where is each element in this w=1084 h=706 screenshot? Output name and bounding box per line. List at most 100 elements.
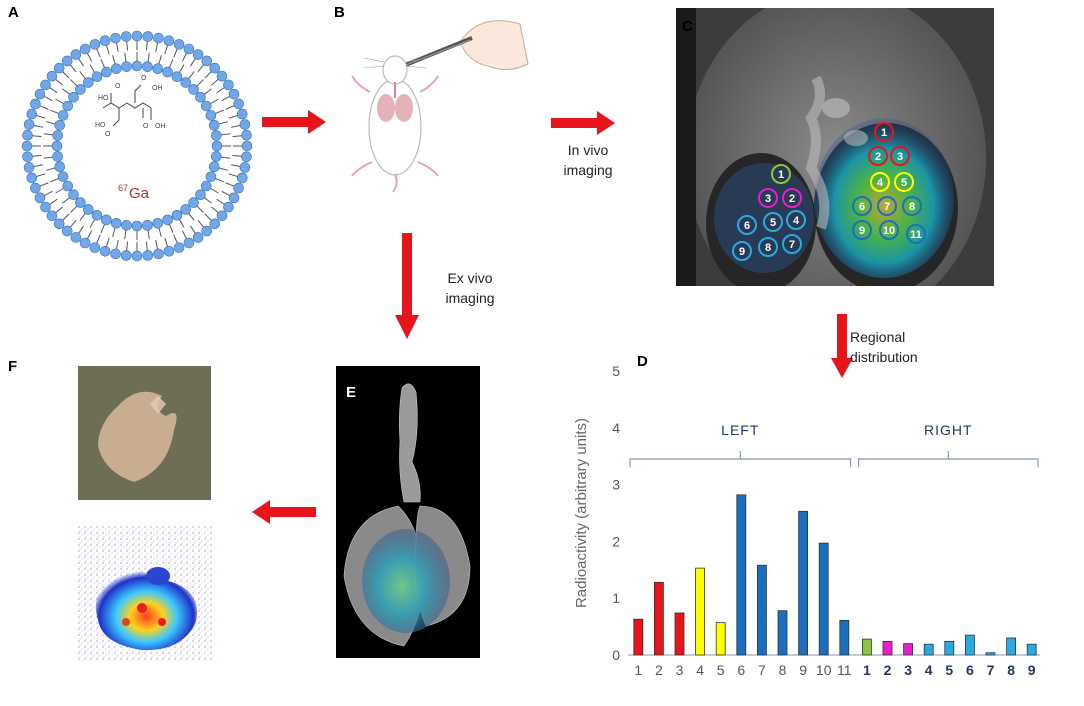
roi-label-image-right-8: 8	[909, 201, 915, 213]
roi-label-image-right-3: 3	[897, 151, 903, 163]
roi-label-image-right-5: 5	[901, 177, 907, 189]
roi-label-image-left-8: 8	[765, 242, 771, 254]
x-tick-label: 11	[837, 662, 852, 678]
in-vivo-label: In vivo imaging	[548, 140, 628, 180]
x-tick-label: 1	[634, 662, 642, 678]
roi-label-image-left-9: 9	[739, 246, 745, 258]
panel-letter-f: F	[8, 358, 18, 375]
svg-text:OH: OH	[155, 123, 166, 130]
roi-image-right-3	[890, 146, 910, 166]
y-tick-label: 3	[612, 477, 620, 493]
group-label-left: LEFT	[721, 422, 759, 438]
panel-letter-d: D	[637, 353, 648, 370]
panel-letter-e: E	[346, 384, 357, 401]
arrow-b-to-e	[395, 233, 419, 339]
roi-image-left-9	[732, 241, 752, 261]
roi-image-left-1	[771, 164, 791, 184]
roi-image-right-7	[877, 196, 897, 216]
bar-left-6	[736, 494, 747, 656]
panel-letter-c: C	[682, 18, 693, 35]
x-tick-label: 3	[904, 662, 912, 678]
x-tick-label: 2	[655, 662, 663, 678]
bar-left-1	[633, 618, 644, 656]
roi-image-right-1	[874, 122, 894, 142]
y-tick-label: 4	[612, 420, 620, 436]
ex-vivo-line-2: imaging	[445, 290, 495, 306]
roi-image-right-9	[852, 220, 872, 240]
x-tick-label: 5	[945, 662, 953, 678]
arrow-a-to-b	[262, 110, 326, 134]
bar-right-3	[903, 643, 914, 656]
group-bracket-right	[858, 451, 1039, 467]
roi-image-left-3	[758, 188, 778, 208]
group-label-right: RIGHT	[924, 422, 973, 438]
svg-text:OH: OH	[152, 85, 163, 92]
roi-label-image-right-10: 10	[883, 225, 895, 237]
x-tick-label: 3	[676, 662, 684, 678]
x-tick-label: 7	[758, 662, 766, 678]
bar-right-2	[882, 640, 893, 656]
y-axis-label: Radioactivity (arbitrary units)	[573, 418, 590, 608]
roi-image-left-7	[782, 234, 802, 254]
svg-text:O: O	[115, 83, 121, 90]
arrow-c-to-d	[831, 314, 853, 378]
isotope-symbol: Ga	[129, 185, 150, 202]
roi-image-right-4	[870, 172, 890, 192]
roi-image-right-10	[879, 220, 899, 240]
roi-image-left-2	[782, 188, 802, 208]
roi-label-image-left-3: 3	[765, 193, 771, 205]
roi-image-right-6	[852, 196, 872, 216]
in-vivo-line-1: In vivo	[567, 142, 609, 158]
roi-label-image-right-9: 9	[859, 225, 865, 237]
x-tick-label: 8	[1007, 662, 1015, 678]
bar-right-7	[985, 652, 996, 656]
x-tick-label: 4	[696, 662, 704, 678]
group-bracket-left	[629, 451, 852, 467]
roi-image-left-6	[737, 215, 757, 235]
roi-label-image-right-6: 6	[859, 201, 865, 213]
panel-letter-b: B	[334, 4, 345, 21]
roi-image-left-5	[763, 212, 783, 232]
roi-image-left-4	[786, 210, 806, 230]
bar-left-5	[715, 622, 726, 656]
mouse-instillation-illustration	[351, 20, 529, 193]
roi-label-image-right-11: 11	[910, 229, 922, 241]
roi-image-right-2	[868, 146, 888, 166]
roi-image-right-11	[906, 224, 926, 244]
roi-image-right-5	[894, 172, 914, 192]
y-tick-label: 2	[612, 533, 620, 549]
y-tick-label: 5	[612, 363, 620, 379]
roi-label-image-right-2: 2	[875, 151, 881, 163]
bar-left-4	[695, 567, 706, 656]
ex-vivo-label: Ex vivo imaging	[432, 268, 508, 308]
roi-label-image-left-5: 5	[770, 217, 776, 229]
x-tick-label: 5	[717, 662, 725, 678]
bar-right-4	[923, 643, 934, 656]
roi-label-image-right-4: 4	[877, 177, 884, 189]
x-tick-label: 7	[987, 662, 995, 678]
bar-right-6	[964, 634, 975, 656]
svg-text:HO: HO	[95, 122, 106, 129]
y-tick-label: 0	[612, 647, 620, 663]
x-tick-label: 2	[884, 662, 892, 678]
panel-letter-a: A	[8, 4, 19, 21]
roi-label-image-left-7: 7	[789, 239, 795, 251]
bar-right-9	[1026, 643, 1037, 656]
x-tick-label: 6	[966, 662, 974, 678]
bar-left-8	[777, 610, 788, 656]
arrow-e-to-f	[252, 500, 316, 524]
ex-vivo-line-1: Ex vivo	[447, 270, 493, 286]
roi-image-left-8	[758, 237, 778, 257]
svg-text:O: O	[143, 123, 149, 130]
regional-line-2: distribution	[850, 349, 918, 365]
chelator-structure	[102, 84, 152, 127]
lung-autoradiography	[78, 526, 212, 660]
roi-label-image-left-2: 2	[789, 193, 795, 205]
lung-photograph	[78, 366, 211, 500]
x-tick-label: 6	[737, 662, 745, 678]
bar-right-1	[861, 638, 872, 656]
svg-text:O: O	[141, 75, 147, 82]
bar-left-7	[756, 564, 767, 656]
